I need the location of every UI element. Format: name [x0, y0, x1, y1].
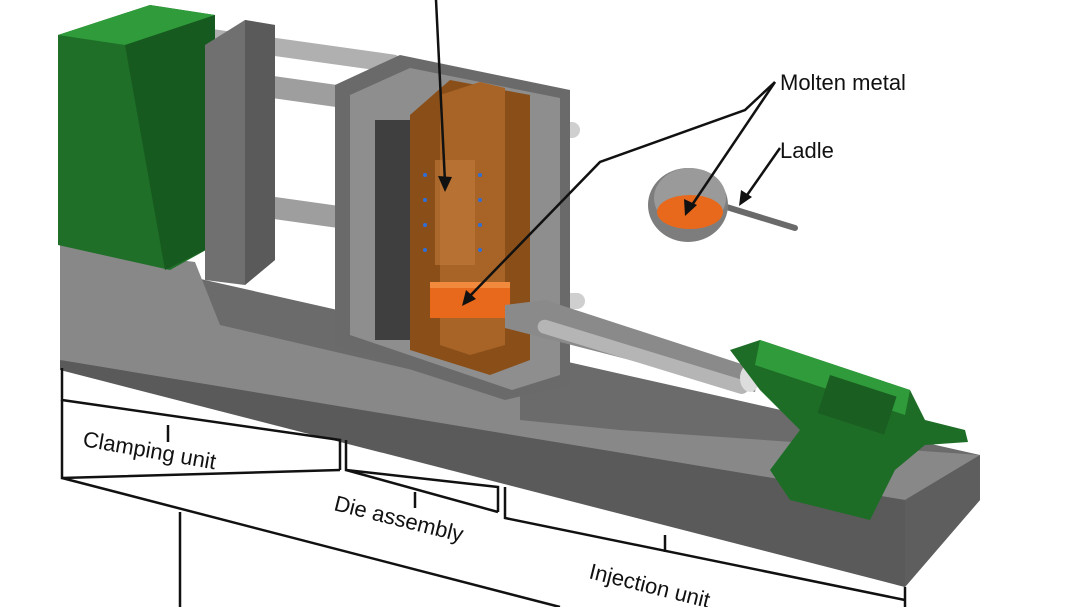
rear-platen-side: [245, 20, 275, 285]
clamping-cylinder: [58, 5, 215, 270]
bracket-overall-base: [61, 476, 561, 607]
bracket-injection: [503, 487, 906, 602]
arrowhead-die-cavity: [438, 176, 452, 192]
label-ladle: Ladle: [780, 138, 834, 163]
die-halves: [410, 80, 530, 375]
injection-cylinder-body: [730, 340, 968, 520]
arrowhead-sleeve: [462, 290, 476, 306]
leader-ladle: [743, 147, 782, 199]
bracket-die: [344, 440, 500, 512]
cavity-vent-dots: [423, 173, 482, 252]
ladle-handle: [717, 202, 798, 231]
die-frame-slot: [375, 120, 415, 340]
base-lower-edge: [60, 360, 905, 587]
injection-cylinder: [730, 340, 968, 520]
clamp-block-side: [125, 15, 215, 270]
injection-cylinder-mesh: [817, 375, 897, 435]
label-injection-unit: Injection unit: [587, 559, 713, 607]
label-clamping-unit: Clamping unit: [81, 426, 218, 474]
base-side-face: [905, 455, 980, 587]
label-molten-metal: Molten metal: [780, 70, 906, 95]
arrowhead-ladle-metal: [684, 199, 697, 216]
plunger-rod-highlight: [537, 319, 749, 394]
ladle-molten-metal: [657, 195, 723, 229]
leader-arrowheads: [438, 176, 752, 306]
die-cavity: [435, 160, 475, 265]
clamp-block-top: [58, 5, 215, 45]
section-brackets: [60, 368, 907, 607]
bracket-clamping-top: [60, 368, 342, 470]
leader-molten-metal-ladle: [688, 81, 777, 209]
shot-sleeve-highlight: [430, 282, 510, 288]
label-die-assembly: Die assembly: [332, 491, 466, 547]
arrowhead-ladle: [739, 190, 752, 206]
leader-molten-metal-sleeve: [467, 81, 776, 299]
leader-lines: [434, 0, 782, 299]
leader-die-cavity: [434, 0, 447, 183]
ladle: [648, 168, 798, 242]
bracket-die-base: [345, 468, 499, 514]
rear-platen: [205, 20, 275, 285]
